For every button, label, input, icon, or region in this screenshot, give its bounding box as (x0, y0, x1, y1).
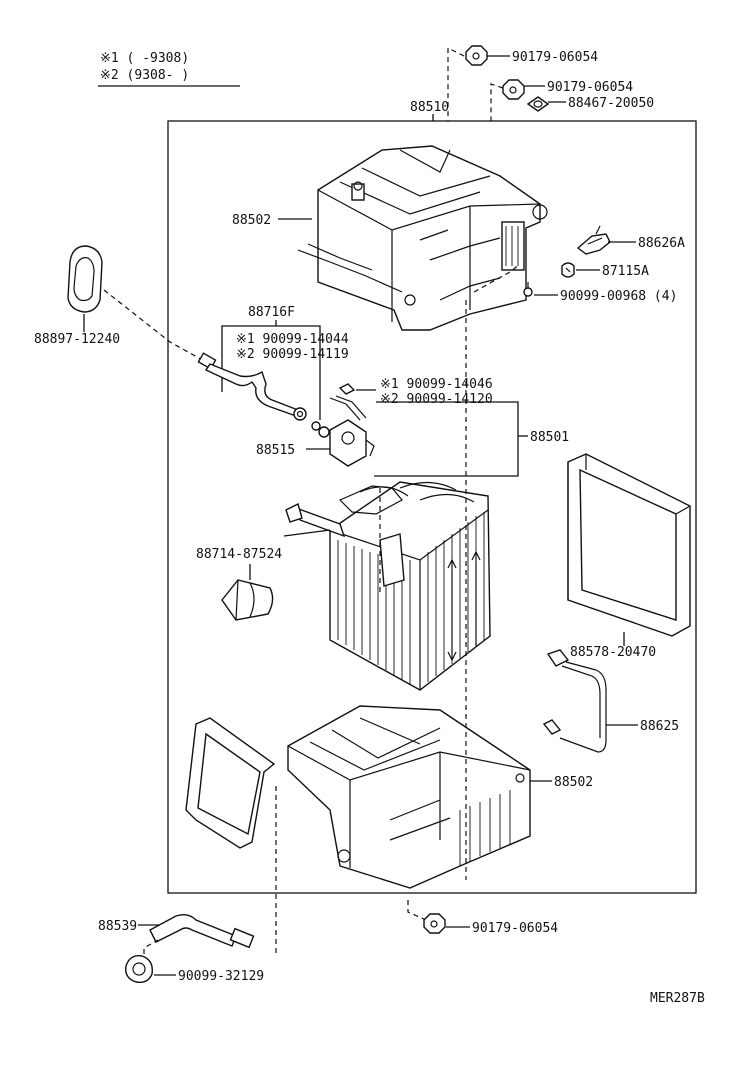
leader-dashed-top-nut (447, 47, 465, 121)
drain-hose-88539 (149, 913, 255, 949)
clip-87115A (561, 262, 575, 278)
leader-dashed-grommet (103, 289, 207, 363)
legend-line-2: ※2 (9308- ) (100, 68, 189, 83)
callout-88626A: 88626A (638, 236, 685, 251)
tube-88716F (197, 352, 307, 421)
callout-88502-bottom: 88502 (554, 775, 593, 790)
callout-88897-12240: 88897-12240 (34, 332, 120, 347)
callout-90099-14120: ※2 90099-14120 (380, 392, 493, 407)
callout-90099-32129: 90099-32129 (178, 969, 264, 984)
screw-90099-14046 (338, 383, 356, 395)
screw-90099-00968 (523, 282, 533, 297)
callout-90179-06054-top: 90179-06054 (512, 50, 598, 65)
clip-88626A (576, 225, 611, 255)
nut-90179-06054-bottom (423, 913, 446, 934)
callout-88515: 88515 (256, 443, 295, 458)
plug-88467-20050 (526, 96, 550, 112)
callout-90099-14119: ※2 90099-14119 (236, 347, 349, 362)
nut-90179-06054-top (465, 45, 488, 66)
grommet-88897-12240 (67, 245, 103, 313)
evaporator-core-88501 (285, 481, 491, 691)
callout-88510: 88510 (410, 100, 449, 115)
callout-88625: 88625 (640, 719, 679, 734)
callout-90099-00968: 90099-00968 (4) (560, 289, 677, 304)
assembly-frame (167, 120, 697, 894)
lower-seal-frame (185, 717, 276, 849)
insulator-88714-87524 (221, 579, 274, 621)
callout-88467-20050: 88467-20050 (568, 96, 654, 111)
callout-88502-top: 88502 (232, 213, 271, 228)
callout-88714-87524: 88714-87524 (196, 547, 282, 562)
upper-case-88502 (297, 145, 548, 331)
expansion-valve-88515 (311, 395, 375, 467)
callout-88578-20470: 88578-20470 (570, 645, 656, 660)
callout-90099-14046: ※1 90099-14046 (380, 377, 493, 392)
leader-dashed-mid-nut (490, 83, 504, 121)
callout-90099-14044: ※1 90099-14044 (236, 332, 349, 347)
nut-90179-06054-mid (502, 79, 525, 100)
callout-88539: 88539 (98, 919, 137, 934)
legend-line-1: ※1 ( -9308) (100, 51, 189, 66)
filter-frame-88578-20470 (567, 453, 691, 637)
clamp-90099-32129 (125, 955, 153, 984)
legend: ※1 ( -9308) ※2 (9308- ) (98, 51, 240, 87)
callout-90179-06054-mid: 90179-06054 (547, 80, 633, 95)
callout-88501: 88501 (530, 430, 569, 445)
callout-88716F: 88716F (248, 305, 295, 320)
lower-case-88502 (287, 705, 531, 889)
callout-87115A: 87115A (602, 264, 649, 279)
thermistor-88625 (542, 649, 607, 753)
diagram-code: MER287B (650, 991, 705, 1006)
callout-90179-06054-bottom: 90179-06054 (472, 921, 558, 936)
